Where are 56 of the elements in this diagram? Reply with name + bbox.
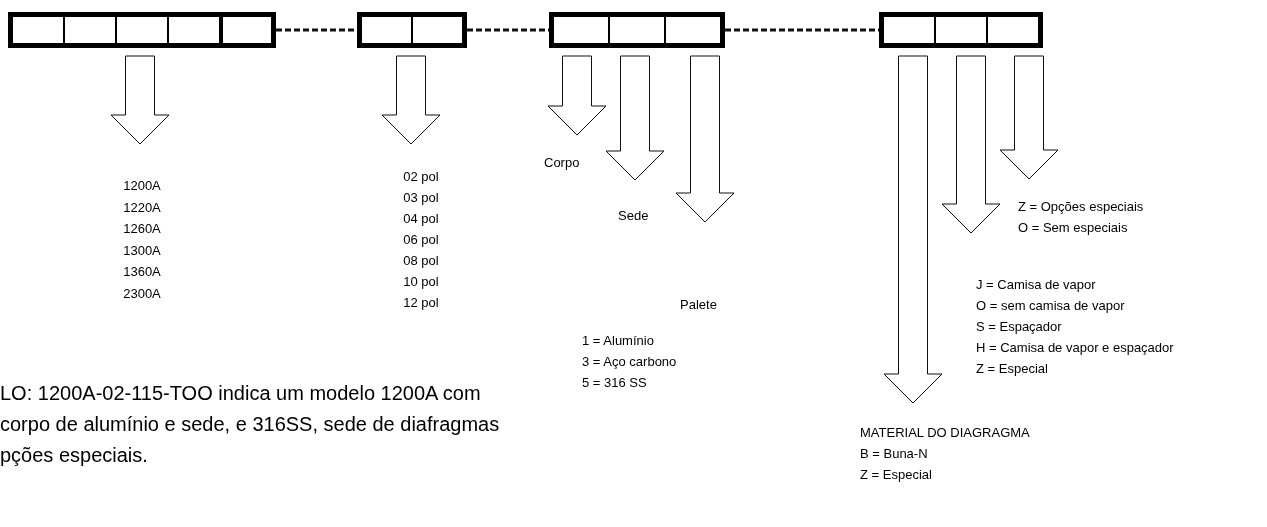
block-arrow: [999, 55, 1059, 180]
option-item: 5 = 316 SS: [582, 374, 647, 392]
size-value: 12 pol: [402, 294, 440, 312]
code-cell: [987, 16, 1039, 44]
code-cell: [665, 16, 721, 44]
block-arrow: [110, 55, 170, 145]
option-item: H = Camisa de vapor e espaçador: [976, 339, 1175, 357]
model-code: 1220A: [122, 198, 162, 217]
code-field-box: [357, 12, 467, 48]
code-cell: [883, 16, 935, 44]
size-value: 08 pol: [402, 252, 440, 270]
block-arrow: [883, 55, 943, 404]
size-value: 04 pol: [402, 210, 440, 228]
model-code: 2300A: [122, 284, 162, 303]
model-code: 1300A: [122, 241, 162, 260]
part-label: Sede: [618, 207, 650, 225]
size-value: 02 pol: [402, 168, 440, 186]
code-cell: [412, 16, 463, 44]
block-arrow: [605, 55, 665, 181]
material-item: Z = Especial: [860, 466, 933, 484]
code-cell: [553, 16, 609, 44]
option-item: O = sem camisa de vapor: [976, 297, 1126, 315]
size-value: 10 pol: [402, 273, 440, 291]
option-item: J = Camisa de vapor: [976, 276, 1097, 294]
code-field-box: [8, 12, 276, 48]
option-item: O = Sem especiais: [1018, 219, 1129, 237]
option-item: 1 = Alumínio: [582, 332, 654, 350]
block-arrow: [941, 55, 1001, 234]
option-item: S = Espaçador: [976, 318, 1063, 336]
model-code: 1200A: [122, 177, 162, 195]
option-item: Z = Especial: [976, 360, 1049, 378]
example-note: LO: 1200A-02-115-TOO indica um modelo 1200A com corpo de alumínio e sede, e 316SS, sede de diafragmas pções especiais.: [0, 381, 500, 468]
size-value: 03 pol: [402, 189, 440, 207]
code-cell: [220, 16, 272, 44]
part-label: Corpo: [544, 154, 581, 172]
model-code: 1260A: [122, 220, 162, 238]
code-field-box: [549, 12, 725, 48]
block-arrow: [547, 55, 607, 136]
code-cell: [12, 16, 64, 44]
part-label: Palete: [680, 296, 718, 314]
code-field-box: [879, 12, 1043, 48]
code-cell: [609, 16, 665, 44]
model-code: 1360A: [122, 263, 162, 281]
code-cell: [116, 16, 168, 44]
dashed-connector: [276, 28, 357, 32]
option-item: Z = Opções especiais: [1018, 198, 1145, 216]
option-item: 3 = Aço carbono: [582, 353, 677, 371]
size-value: 06 pol: [402, 231, 440, 249]
code-cell: [64, 16, 116, 44]
material-item: MATERIAL DO DIAGRAGMA: [860, 424, 1030, 442]
block-arrow: [675, 55, 735, 223]
block-arrow: [381, 55, 441, 145]
code-cell: [168, 16, 220, 44]
code-cell: [361, 16, 412, 44]
material-item: B = Buna-N: [860, 445, 929, 463]
code-cell: [935, 16, 987, 44]
